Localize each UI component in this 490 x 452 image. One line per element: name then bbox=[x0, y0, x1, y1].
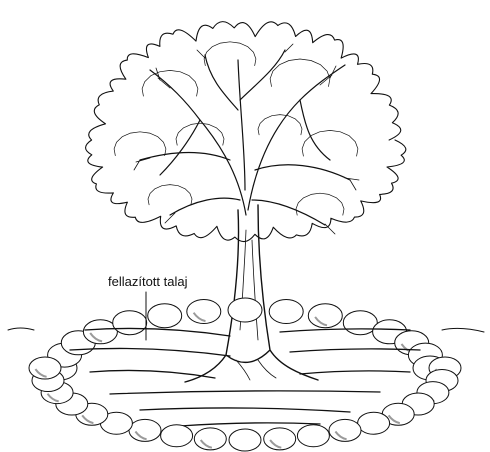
leaf-cluster bbox=[142, 70, 198, 96]
soil-stroke bbox=[300, 371, 410, 374]
leaf-cluster bbox=[114, 132, 166, 156]
branch bbox=[150, 70, 246, 215]
stone bbox=[229, 429, 261, 451]
crown-outline bbox=[86, 22, 406, 242]
branch bbox=[255, 165, 350, 180]
tree-crown bbox=[86, 22, 406, 242]
stone bbox=[297, 425, 329, 447]
branch bbox=[252, 200, 325, 225]
branch bbox=[140, 153, 230, 161]
leaf-cluster bbox=[296, 193, 344, 215]
branch bbox=[248, 65, 345, 210]
stone bbox=[269, 300, 303, 324]
branch bbox=[238, 60, 245, 190]
branch bbox=[170, 198, 240, 215]
branch bbox=[160, 120, 200, 175]
soil-stroke bbox=[70, 348, 230, 356]
twig bbox=[345, 178, 359, 190]
branch bbox=[300, 100, 330, 160]
stone bbox=[161, 425, 193, 447]
soil-stroke bbox=[180, 423, 320, 426]
branch bbox=[240, 50, 285, 100]
twig bbox=[320, 66, 336, 85]
leaf-cluster bbox=[204, 42, 256, 66]
leaf-cluster bbox=[302, 130, 358, 156]
loosened-soil-strokes bbox=[70, 328, 420, 426]
stone-ring-back bbox=[43, 298, 447, 380]
stone bbox=[148, 304, 182, 328]
tree-trunk bbox=[185, 205, 318, 382]
stone bbox=[113, 311, 147, 335]
soil-stroke bbox=[110, 391, 380, 394]
soil-stroke bbox=[140, 408, 350, 412]
soil-stroke bbox=[90, 370, 215, 378]
stone bbox=[228, 298, 262, 322]
soil-label: fellazított talaj bbox=[108, 275, 188, 289]
twig bbox=[197, 44, 293, 58]
stone bbox=[358, 412, 390, 434]
tree-branches bbox=[134, 44, 359, 234]
leaf-cluster bbox=[148, 185, 192, 205]
branch bbox=[205, 55, 238, 110]
